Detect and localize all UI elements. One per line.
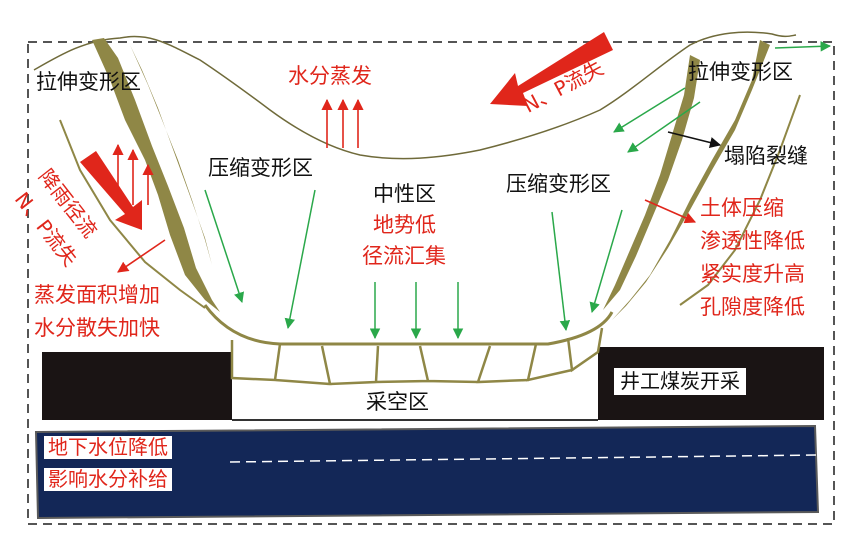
- label-tension-left: 拉伸变形区: [36, 70, 141, 94]
- np-loss-arrow-left: [117, 239, 166, 273]
- label-compression-left: 压缩变形区: [208, 156, 313, 180]
- label-evap-area-1: 蒸发面积增加: [34, 283, 160, 307]
- label-soil-3: 紧实度升高: [700, 262, 805, 286]
- label-compression-right: 压缩变形区: [506, 172, 611, 196]
- label-neutral-zone: 中性区: [373, 182, 436, 206]
- green-arrow-6: [551, 211, 571, 332]
- green-arrow-2: [284, 189, 316, 330]
- label-runoff-collect: 径流汇集: [362, 244, 446, 268]
- label-groundwater-1: 地下水位降低: [44, 436, 172, 459]
- green-arrow-8: [613, 87, 686, 133]
- label-groundwater-2: 影响水分补给: [44, 468, 172, 491]
- broken-strata-blocks: [230, 327, 604, 386]
- water-table-line: [229, 454, 821, 463]
- label-evaporation: 水分蒸发: [288, 64, 372, 88]
- rain-runoff-arrow: [80, 151, 142, 230]
- label-collapse-crack: 塌陷裂缝: [724, 144, 808, 168]
- left-fracture-crack: [59, 119, 206, 309]
- coal-seam-left: [42, 352, 232, 420]
- green-arrow-7: [589, 209, 623, 314]
- ground-surface: [33, 31, 797, 160]
- label-evap-area-2: 水分散失加快: [34, 316, 160, 340]
- right-fracture-crack: [679, 94, 801, 306]
- trough-outline: [203, 304, 614, 346]
- label-soil-1: 土体压缩: [700, 196, 784, 220]
- groundwater-band: [34, 424, 820, 520]
- right-fracture-band-2: [603, 55, 700, 310]
- left-fracture-band: [92, 38, 220, 312]
- label-soil-4: 孔隙度降低: [700, 295, 805, 319]
- green-arrow-9: [627, 101, 701, 153]
- np-loss-arrow-top: [490, 32, 613, 106]
- label-mining: 井工煤炭开采: [614, 368, 746, 395]
- green-arrow-1: [204, 189, 245, 303]
- label-soil-2: 渗透性降低: [700, 229, 805, 253]
- green-arrow-10: [774, 41, 832, 52]
- soil-compress-arrow: [644, 199, 697, 224]
- label-goaf: 采空区: [366, 390, 429, 414]
- label-tension-right: 拉伸变形区: [688, 60, 793, 84]
- crack-pointer-arrow: [667, 131, 722, 148]
- label-terrain-low: 地势低: [373, 213, 436, 237]
